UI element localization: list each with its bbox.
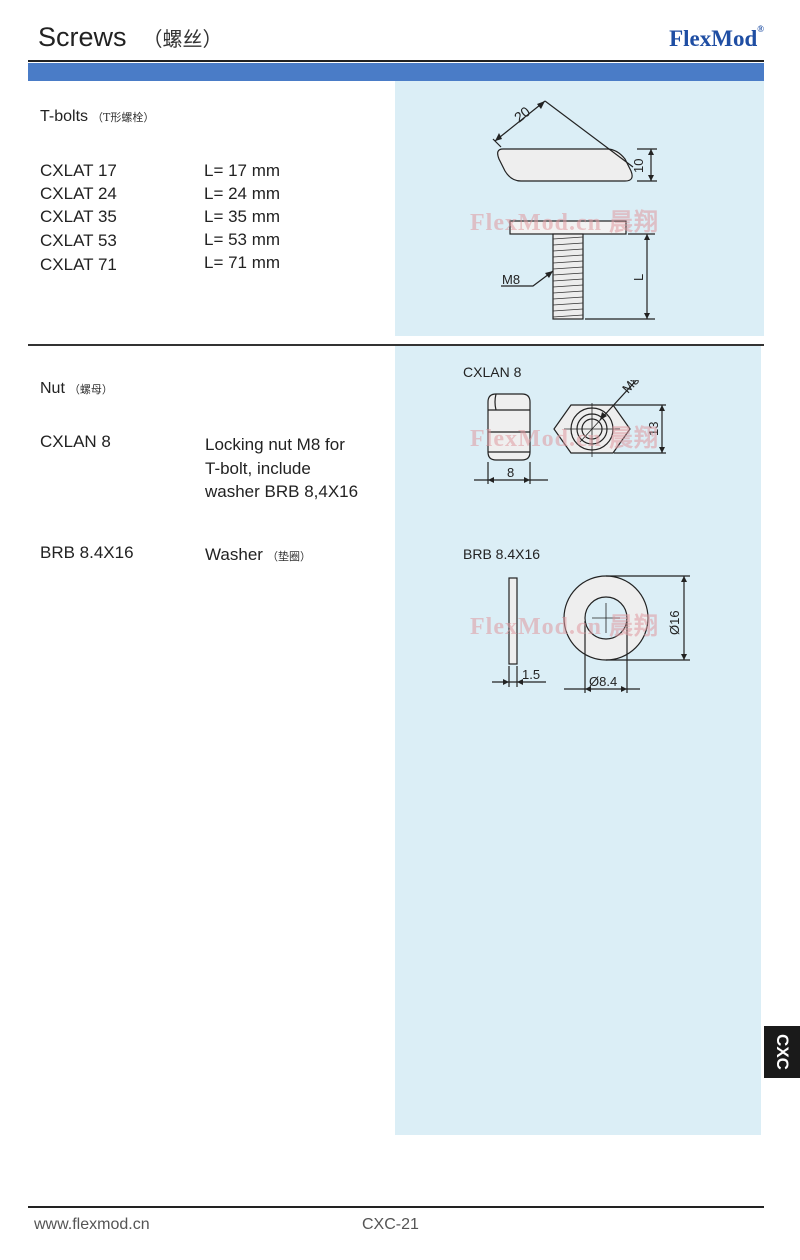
nut-description-line: Locking nut M8 for — [205, 435, 345, 454]
washer-drawing-label: BRB 8.4X16 — [463, 546, 541, 562]
section-separator — [28, 344, 764, 346]
tbolt-length: L= 35 mm — [204, 207, 281, 226]
tbolt-length: L= 71 mm — [204, 253, 281, 272]
page-number: CXC-21 — [362, 1216, 419, 1233]
washer-drawing: 1.5 Ø8.4 Ø16 — [492, 575, 690, 693]
page-title-text: Screws — [38, 22, 127, 52]
tbolt-dim-width: 20 — [511, 103, 533, 125]
tbolt-thread-label: M8 — [502, 272, 520, 287]
footer-rule — [28, 1206, 764, 1208]
washer-dim-outer: Ø16 — [667, 610, 682, 635]
brand-logo: FlexMod® — [669, 24, 764, 52]
washer-name: Washer（垫圈） — [205, 545, 311, 565]
washer-name-cn: （垫圈） — [266, 550, 311, 563]
tbolts-title-cn: （T形螺栓） — [92, 111, 155, 124]
registered-mark: ® — [757, 24, 764, 34]
tbolt-length: L= 17 mm — [204, 161, 281, 180]
nut-drawing: 8 13 M8 — [474, 380, 666, 484]
page-title-cn: （螺丝） — [142, 27, 223, 51]
nut-heading: Nut（螺母） — [40, 380, 113, 398]
nut-description-line: washer BRB 8,4X16 — [205, 482, 359, 501]
section-tab: CXC — [764, 1026, 800, 1078]
watermark: FlexMod.cn 晨翔 — [470, 614, 659, 640]
tbolts-heading: T-bolts（T形螺栓） — [40, 108, 154, 126]
nut-code: CXLAN 8 — [40, 432, 111, 451]
tbolt-drawing: 20 10 M8 L — [492, 100, 657, 320]
nut-drawing-label: CXLAN 8 — [463, 364, 522, 380]
header-blue-bar — [28, 63, 764, 81]
tbolt-code: CXLAT 53 — [40, 231, 117, 250]
tbolt-code: CXLAT 35 — [40, 207, 117, 226]
tbolt-length: L= 53 mm — [204, 230, 281, 249]
nut-thread-label: M8 — [619, 380, 642, 396]
watermark: FlexMod.cn 晨翔 — [470, 210, 659, 236]
nut-description-line: T-bolt, include — [205, 458, 311, 478]
tbolt-dim-height: 10 — [631, 159, 646, 173]
washer-name-text: Washer — [205, 545, 263, 564]
section-tab-label: CXC — [773, 1034, 792, 1070]
page-title: Screws （螺丝） — [38, 22, 223, 53]
nut-dim-height: 13 — [646, 422, 661, 436]
washer-dim-thickness: 1.5 — [522, 667, 540, 682]
tbolt-code: CXLAT 17 — [40, 161, 117, 180]
washer-code: BRB 8.4X16 — [40, 543, 134, 562]
tbolts-title: T-bolts — [40, 108, 89, 125]
tbolt-code: CXLAT 71 — [40, 255, 117, 274]
header-rule — [28, 60, 764, 62]
nut-title: Nut — [40, 380, 65, 397]
nut-washer-drawing-panel — [395, 346, 761, 1135]
footer-url: www.flexmod.cn — [34, 1216, 150, 1233]
washer-dim-inner: Ø8.4 — [589, 674, 617, 689]
nut-title-cn: （螺母） — [68, 383, 113, 396]
tbolt-length: L= 24 mm — [204, 184, 281, 203]
tbolt-code: CXLAT 24 — [40, 184, 117, 203]
watermark: FlexMod.cn 晨翔 — [470, 426, 659, 452]
nut-description: Locking nut M8 for T-bolt, include washe… — [205, 433, 405, 504]
brand-name: FlexMod — [669, 26, 758, 51]
tbolt-length-label: L — [631, 274, 646, 281]
nut-dim-width: 8 — [507, 465, 514, 480]
